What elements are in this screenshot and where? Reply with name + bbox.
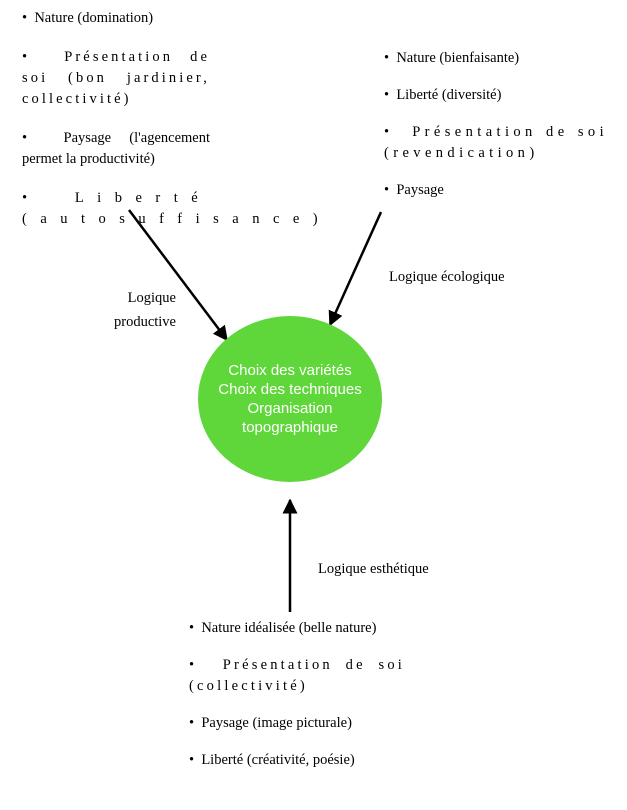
center-line-topographique: topographique bbox=[242, 419, 338, 436]
productive-factor-nature: Nature (domination) bbox=[22, 8, 210, 29]
aesthetic-factor-presentation: Présentation de soi (collectivité) bbox=[189, 655, 405, 697]
center-line-techniques: Choix des techniques bbox=[218, 381, 362, 398]
ecological-factor-presentation: Présentation de soi (revendication) bbox=[384, 122, 608, 164]
productive-factor-paysage: Paysage (l'agencement permet la producti… bbox=[22, 128, 210, 170]
productive-factor-presentation: Présentation de soi (bon jardinier, coll… bbox=[22, 47, 210, 110]
label-logique-productive: Logique productive bbox=[113, 290, 176, 330]
label-logique-esthetique: Logique esthétique bbox=[318, 561, 429, 577]
aesthetic-factor-liberte: Liberté (créativité, poésie) bbox=[189, 750, 405, 771]
center-line-varietes: Choix des variétés bbox=[228, 362, 352, 379]
arrow-productive bbox=[128, 209, 228, 342]
aesthetic-factor-nature: Nature idéalisée (belle nature) bbox=[189, 618, 405, 639]
ecological-factor-liberte: Liberté (diversité) bbox=[384, 85, 608, 106]
ecological-factors-list: Nature (bienfaisante) Liberté (diversité… bbox=[384, 48, 608, 217]
label-logique-ecologique: Logique écologique bbox=[389, 269, 505, 285]
arrow-ecologique bbox=[328, 211, 383, 327]
ecological-factor-paysage: Paysage bbox=[384, 180, 608, 201]
aesthetic-factors-list: Nature idéalisée (belle nature) Présenta… bbox=[189, 618, 405, 787]
ecological-factor-nature: Nature (bienfaisante) bbox=[384, 48, 608, 69]
aesthetic-factor-paysage: Paysage (image picturale) bbox=[189, 713, 405, 734]
center-line-organisation: Organisation bbox=[247, 400, 333, 417]
center-ellipse: Choix des variétés Choix des techniques … bbox=[198, 316, 382, 482]
